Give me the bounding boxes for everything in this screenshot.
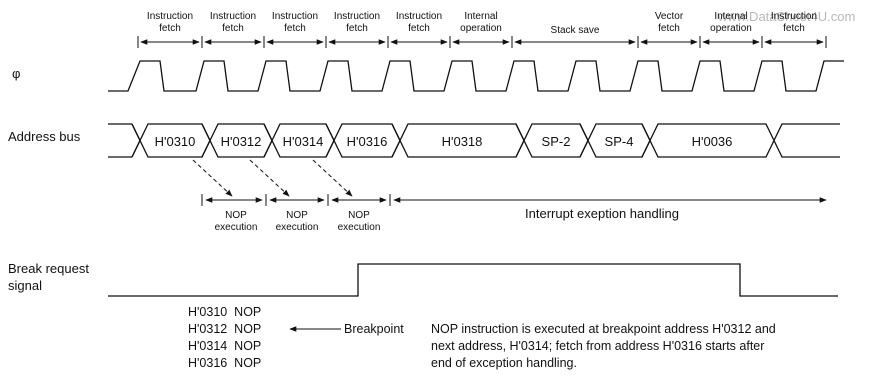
phase-label-7-line1: Stack save: [551, 25, 600, 36]
bus-value-5: H'0318: [442, 134, 483, 149]
fetch-to-exec-arrow-2: [249, 159, 290, 197]
phase-label-3-line1: Instruction: [272, 11, 318, 22]
phase-label-8-line2: fetch: [658, 23, 680, 34]
break-request-waveform: [108, 263, 838, 297]
address-bus-waveform: H'0310 H'0312 H'0314 H'0316 H'0318 SP-2 SP-4 H'…: [108, 123, 840, 158]
phase-label-1-line2: fetch: [159, 23, 181, 34]
note-line-3: end of exception handling.: [431, 356, 577, 370]
nop-execution-2-line1: NOP: [286, 210, 308, 221]
phase-label-3-line2: fetch: [284, 23, 306, 34]
address-bus-label: Address bus: [8, 129, 81, 144]
phase-labels: InstructionfetchInstructionfetchInstruct…: [147, 11, 817, 36]
phase-label-5-line2: fetch: [408, 23, 430, 34]
phase-label-6-line1: Internal: [464, 11, 497, 22]
phase-dividers: [137, 36, 827, 48]
phi-signal-label: φ: [12, 66, 20, 81]
phase-label-1-line1: Instruction: [147, 11, 193, 22]
nop-execution-3-line2: execution: [338, 222, 381, 233]
break-request-label-line1: Break request: [8, 261, 89, 276]
fetch-to-exec-arrow-3: [312, 159, 353, 197]
bus-value-8: H'0036: [692, 134, 733, 149]
nop-execution-2-line2: execution: [276, 222, 319, 233]
phase-label-9-line2: operation: [710, 23, 752, 34]
phase-label-10-line2: fetch: [783, 23, 805, 34]
phase-label-9-line1: Internal: [714, 11, 747, 22]
interrupt-handling-label: Interrupt exeption handling: [525, 206, 679, 221]
phase-label-2-line1: Instruction: [210, 11, 256, 22]
bus-value-2: H'0312: [221, 134, 262, 149]
bus-value-6: SP-2: [542, 134, 571, 149]
nop-execution-3-line1: NOP: [348, 210, 370, 221]
phase-label-4-line1: Instruction: [334, 11, 380, 22]
listing-line-1: H'0310 NOP: [188, 305, 261, 319]
execution-intervals: [201, 194, 827, 206]
note-line-2: next address, H'0314; fetch from address…: [431, 339, 764, 353]
bus-value-4: H'0316: [347, 134, 388, 149]
bus-value-3: H'0314: [283, 134, 324, 149]
phase-label-6-line2: operation: [460, 23, 502, 34]
phase-label-2-line2: fetch: [222, 23, 244, 34]
watermark-text: www.DataSheet4U.com: [717, 9, 855, 24]
listing-line-4: H'0316 NOP: [188, 356, 261, 370]
phase-label-4-line2: fetch: [346, 23, 368, 34]
breakpoint-label: Breakpoint: [344, 322, 404, 336]
note-line-1: NOP instruction is executed at breakpoin…: [431, 322, 776, 336]
break-request-label-line2: signal: [8, 278, 42, 293]
phase-label-10-line1: Instruction: [771, 11, 817, 22]
nop-execution-1-line1: NOP: [225, 210, 247, 221]
listing-line-2: H'0312 NOP: [188, 322, 261, 336]
listing-line-3: H'0314 NOP: [188, 339, 261, 353]
bus-value-1: H'0310: [155, 134, 196, 149]
phi-clock-waveform: [108, 60, 844, 92]
bus-value-7: SP-4: [605, 134, 634, 149]
phase-label-8-line1: Vector: [655, 11, 684, 22]
phase-label-5-line1: Instruction: [396, 11, 442, 22]
fetch-to-exec-arrow-1: [192, 159, 233, 197]
nop-execution-1-line2: execution: [215, 222, 258, 233]
